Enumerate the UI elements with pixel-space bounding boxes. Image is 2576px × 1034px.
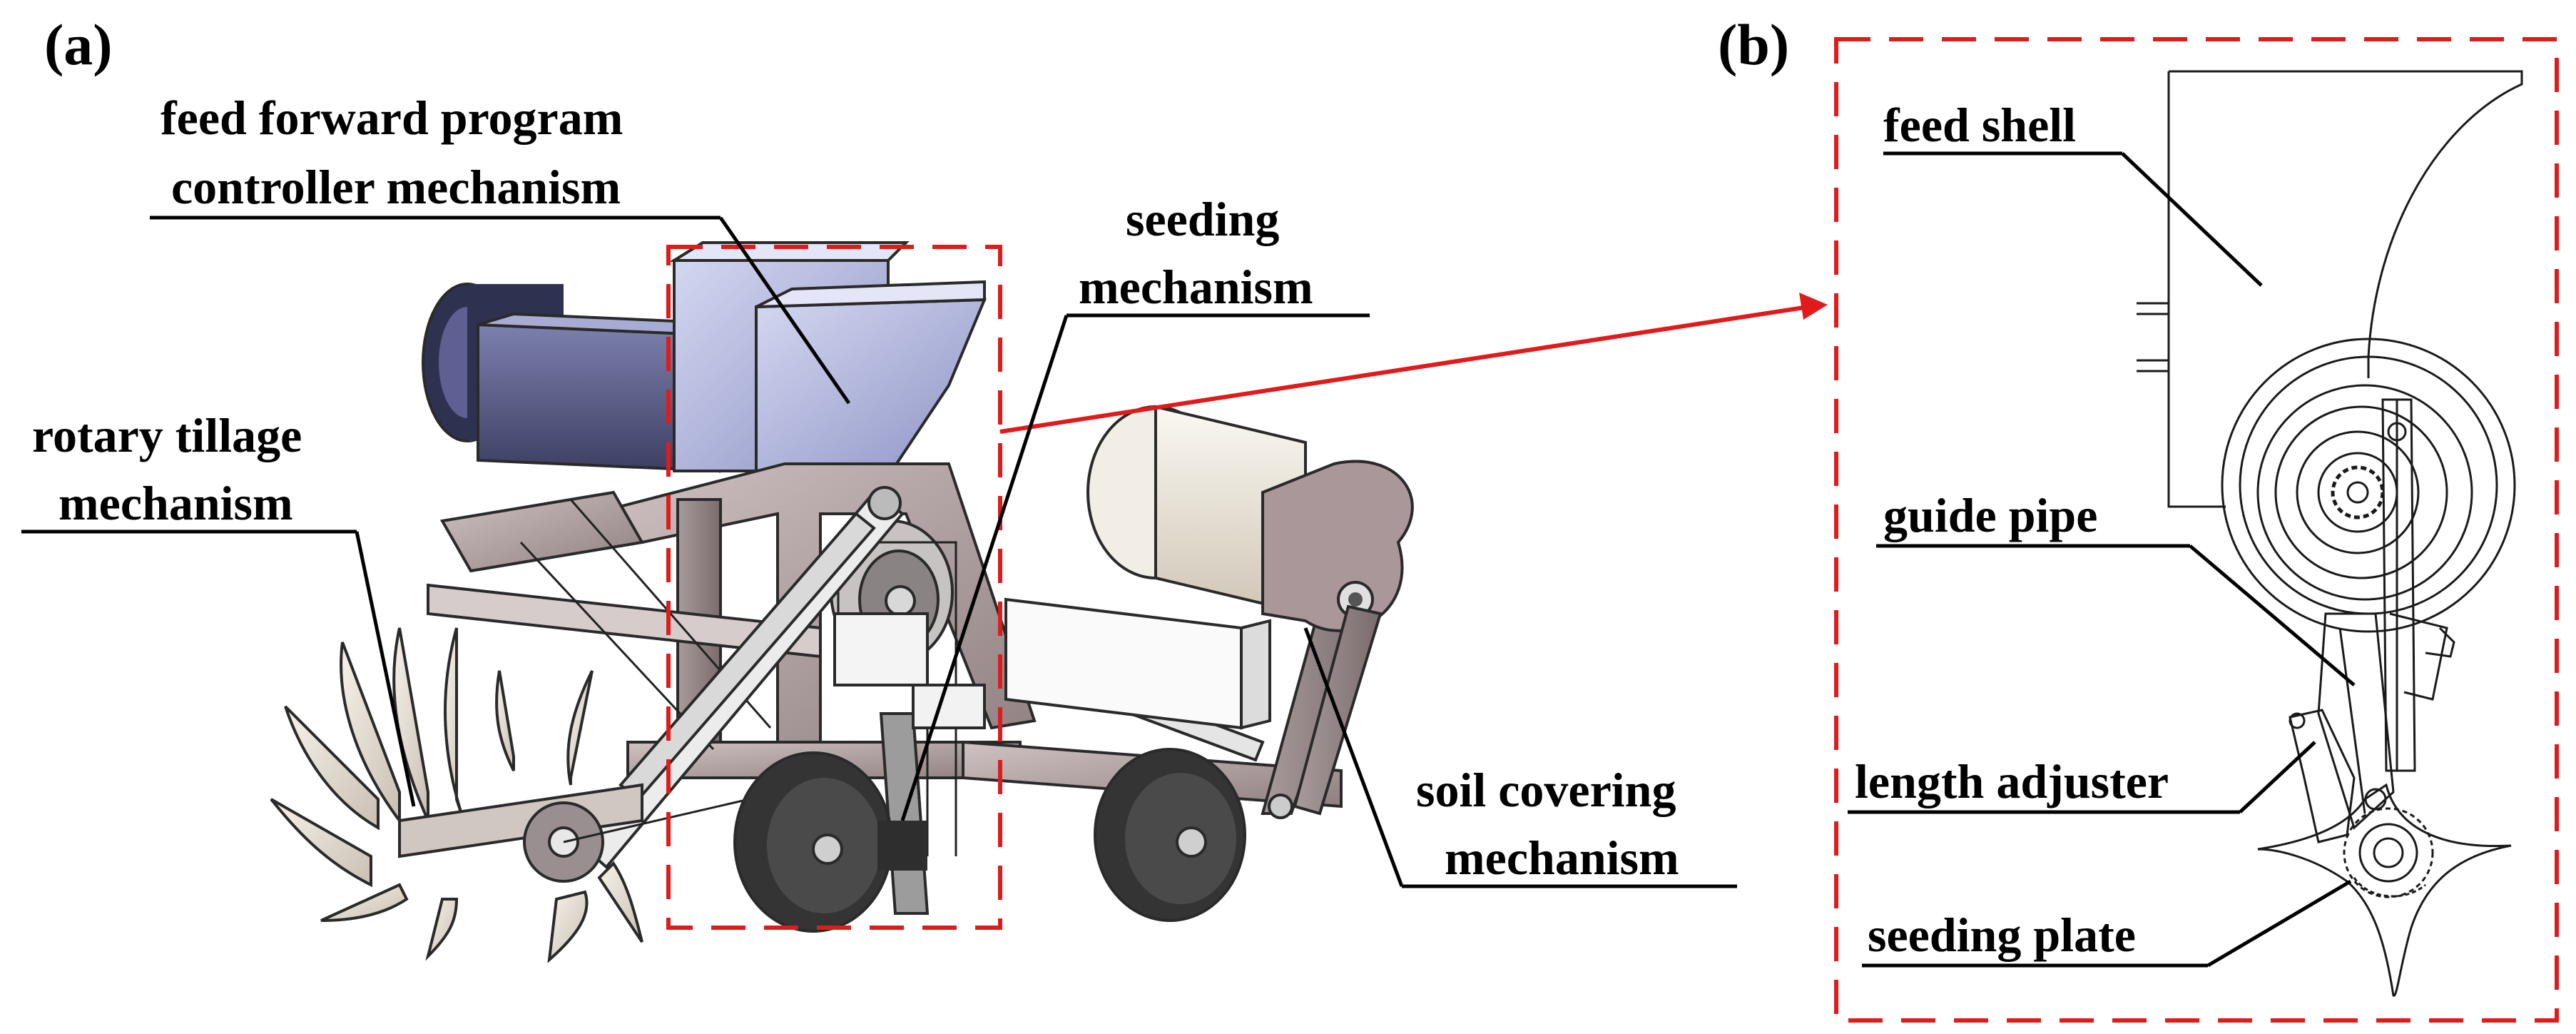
guide-pipe-label: guide pipe (1883, 488, 2097, 542)
soil-roller (1086, 405, 1414, 816)
feed-shell-tabs (2137, 302, 2169, 372)
seeding-plate-label: seeding plate (1868, 908, 2136, 962)
panel-label-b: (b) (1718, 12, 1789, 77)
feed-forward-label-line1: feed forward program (161, 91, 623, 145)
label-soil-covering: soil covering mechanism (1303, 627, 1737, 888)
seeding-label-line1: seeding (1126, 192, 1279, 246)
seeding-plate-outline (2257, 783, 2512, 997)
feed-forward-label-line2: controller mechanism (171, 160, 621, 214)
guide-pipe-outline (2317, 612, 2395, 830)
front-wheel (733, 751, 927, 933)
label-seeding-plate: seeding plate (1862, 879, 2352, 968)
feed-shell-label: feed shell (1883, 98, 2076, 152)
soil-label-line1: soil covering (1416, 763, 1676, 817)
label-feed-shell: feed shell (1883, 98, 2263, 287)
zoom-arrow (999, 293, 1828, 434)
soil-label-line2: mechanism (1445, 831, 1679, 885)
seeding-plate-hub (2358, 823, 2418, 883)
panel-label-a: (a) (44, 12, 113, 77)
rotary-tiller (270, 627, 750, 963)
hopper (669, 241, 987, 472)
detail-frame (1834, 37, 2559, 1023)
seeding-label-line2: mechanism (1079, 260, 1313, 314)
label-seeding-mechanism: seeding mechanism (900, 192, 1370, 821)
label-guide-pipe: guide pipe (1876, 488, 2356, 686)
machine-drawing (270, 241, 1414, 963)
seed-tube (879, 684, 986, 915)
label-rotary-tillage: rotary tillage mechanism (21, 408, 416, 807)
rear-wheel (1094, 748, 1246, 922)
seeding-highlight-box (666, 245, 1002, 930)
rotary-label-line1: rotary tillage (32, 408, 302, 462)
length-adjuster-label: length adjuster (1855, 754, 2169, 809)
length-adjuster-outline (2289, 709, 2356, 843)
label-length-adjuster: length adjuster (1848, 741, 2316, 814)
line-drawing-detail (2137, 70, 2523, 997)
meter-housing-outer (2221, 338, 2516, 633)
meter-gear (2331, 465, 2385, 519)
label-feed-forward-controller: feed forward program controller mechanis… (150, 91, 851, 405)
rotary-label-line2: mechanism (58, 476, 293, 530)
feed-shell-outline (2167, 70, 2523, 508)
